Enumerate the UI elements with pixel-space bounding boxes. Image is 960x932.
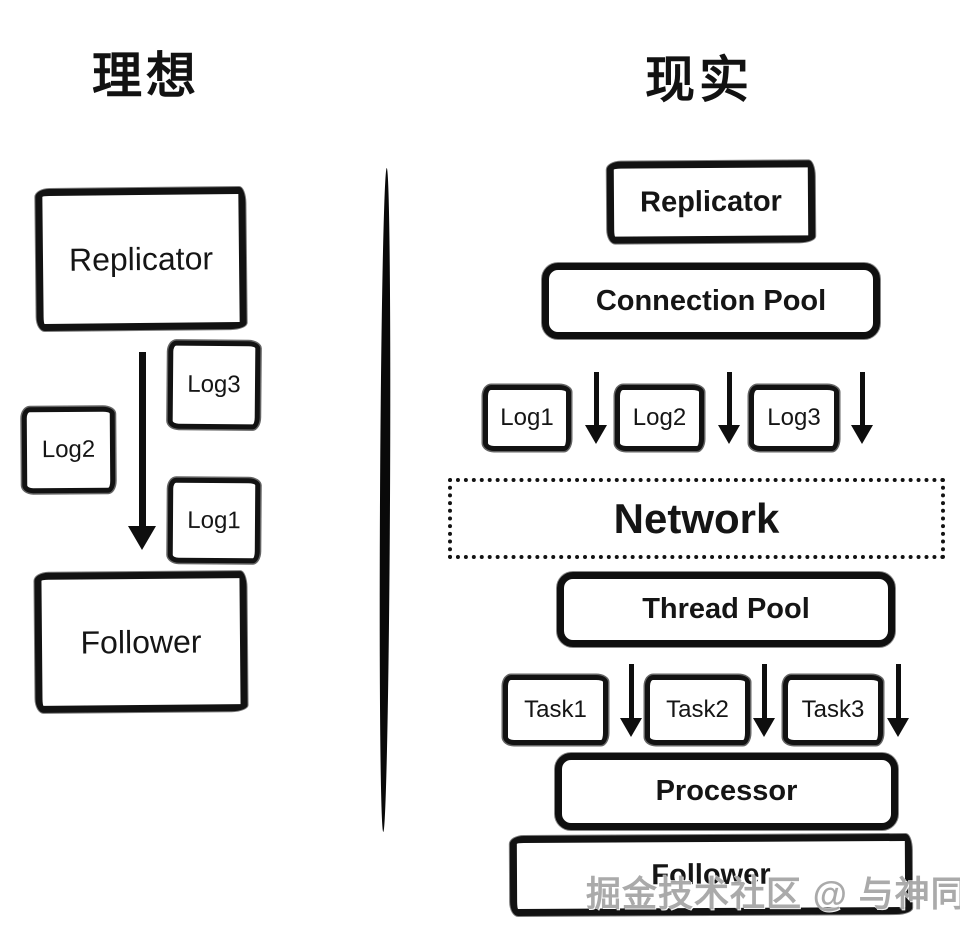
reality-connection-pool-node: Connection Pool: [542, 263, 880, 339]
arrow-head: [585, 425, 607, 444]
arrow-head: [887, 718, 909, 737]
arrow-stem: [726, 372, 732, 425]
arrow-stem: [593, 372, 599, 425]
ideal-log2-node: Log2: [21, 406, 116, 494]
ideal-log2-label: Log2: [41, 435, 96, 464]
arrow-stem: [761, 664, 767, 718]
reality-log2-label: Log2: [632, 404, 687, 431]
reality-column-title: 现实: [645, 52, 753, 108]
reality-replicator-node: Replicator: [606, 160, 816, 244]
reality-processor-node: Processor: [555, 753, 898, 830]
reality-task2-node: Task2: [645, 675, 750, 745]
reality-log3-node: Log3: [749, 385, 839, 451]
arrow-stem: [138, 352, 146, 526]
arrow-head: [753, 718, 775, 737]
reality-task3-label: Task3: [801, 696, 865, 723]
reality-task2-label: Task2: [666, 696, 729, 723]
reality-network-node: Network: [448, 478, 945, 559]
reality-task1-label: Task1: [524, 696, 587, 723]
reality-log3-down-arrow-icon: [851, 372, 873, 444]
ideal-follower-node: Follower: [34, 571, 248, 713]
reality-log3-label: Log3: [767, 404, 821, 431]
reality-thread-pool-label: Thread Pool: [642, 593, 810, 625]
ideal-follower-label: Follower: [80, 622, 202, 661]
reality-network-label: Network: [613, 494, 780, 542]
reality-connection-pool-label: Connection Pool: [595, 284, 827, 317]
ideal-replicator-label: Replicator: [68, 239, 214, 278]
reality-task3-node: Task3: [783, 675, 883, 745]
reality-task1-down-arrow-icon: [620, 664, 642, 737]
reality-log1-node: Log1: [483, 385, 571, 451]
reality-log1-down-arrow-icon: [585, 372, 607, 444]
arrow-head: [851, 425, 873, 444]
watermark-text: 掘金技术社区 @ 与神同行1996: [586, 875, 960, 914]
ideal-replicator-node: Replicator: [35, 186, 247, 332]
ideal-log3-node: Log3: [167, 340, 261, 430]
reality-log2-down-arrow-icon: [718, 372, 740, 444]
reality-task2-down-arrow-icon: [753, 664, 775, 737]
reality-log1-label: Log1: [500, 404, 554, 431]
arrow-stem: [895, 664, 901, 718]
reality-log2-node: Log2: [615, 385, 704, 451]
arrow-head: [620, 718, 642, 737]
ideal-log1-label: Log1: [187, 506, 241, 534]
ideal-log1-node: Log1: [167, 477, 261, 564]
reality-replicator-label: Replicator: [639, 185, 783, 218]
reality-task1-node: Task1: [503, 675, 608, 745]
reality-thread-pool-node: Thread Pool: [557, 572, 895, 647]
column-divider-line: [378, 167, 392, 833]
arrow-stem: [628, 664, 634, 718]
arrow-head: [128, 526, 156, 550]
ideal-log3-label: Log3: [187, 370, 241, 399]
arrow-stem: [859, 372, 865, 425]
ideal-replication-down-arrow-icon: [128, 352, 156, 550]
ideal-column-title: 理想: [92, 48, 200, 104]
reality-processor-label: Processor: [655, 775, 798, 807]
reality-task3-down-arrow-icon: [887, 664, 909, 737]
arrow-head: [718, 425, 740, 444]
